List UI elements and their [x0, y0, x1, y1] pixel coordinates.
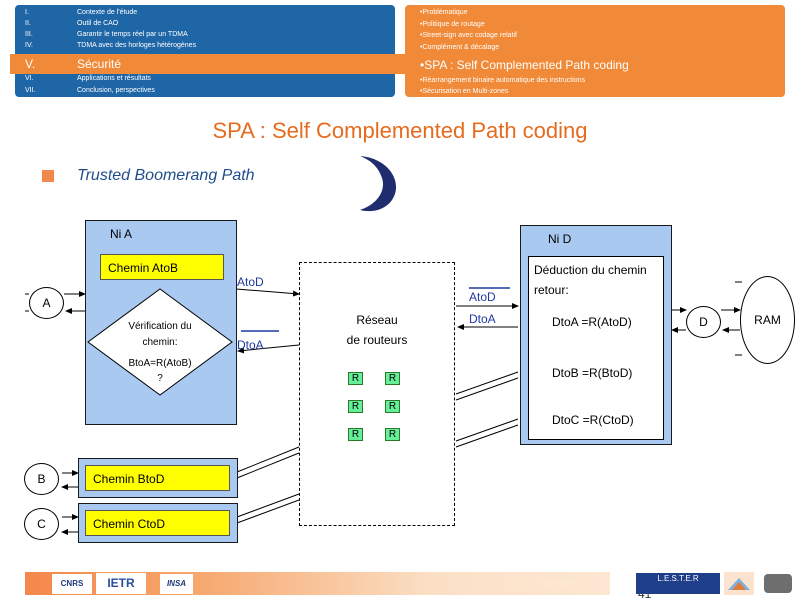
ubs-logo-icon: [728, 578, 750, 590]
suboutline-item[interactable]: •Problématique: [420, 9, 468, 16]
label-dtoa-left: DtoA: [237, 338, 264, 352]
reseau-label-1: Réseau: [356, 313, 398, 327]
verif-line-3: BtoA=R(AtoB): [128, 358, 192, 369]
outline-item-number: VII.: [25, 87, 36, 94]
router-node: R: [385, 428, 400, 441]
outline-item-number: VI.: [25, 75, 34, 82]
equation-dtoc: DtoC =R(CtoD): [552, 413, 634, 427]
router-node: R: [348, 372, 363, 385]
label-atod-right: AtoD: [469, 290, 496, 304]
deduction-line-2: retour:: [534, 283, 569, 297]
verif-line-4: ?: [157, 373, 163, 384]
outline-item-label: Applications et résultats: [77, 75, 151, 82]
lester-logo: L.E.S.T.E.R: [636, 573, 720, 594]
verification-diamond: [87, 288, 233, 396]
chemin-atob-box: Chemin AtoB: [100, 254, 224, 280]
equation-dtoa: DtoA =R(AtoD): [552, 315, 632, 329]
label-dtoa-right: DtoA: [469, 312, 496, 326]
deduction-line-1: Déduction du chemin: [534, 263, 647, 277]
outline-item-number: V.: [25, 57, 36, 71]
ni-d-title: Ni D: [548, 232, 572, 246]
outline-item-number: I.: [25, 9, 29, 16]
suboutline-item[interactable]: •Politique de routage: [420, 21, 485, 28]
suboutline-panel: •Problématique •Politique de routage •St…: [405, 5, 785, 97]
footer-author: Samuel: [540, 577, 580, 589]
suboutline-item-active[interactable]: •SPA : Self Complemented Path coding: [420, 58, 629, 72]
equation-dtob: DtoB =R(BtoD): [552, 366, 633, 380]
outline-item-number: IV.: [25, 42, 33, 49]
chemin-btod-box: Chemin BtoD: [85, 465, 230, 491]
outline-item-label: Outil de CAO: [77, 20, 119, 27]
node-a: A: [29, 287, 64, 319]
outline-panel: I. Contexte de l'étude II. Outil de CAO …: [10, 5, 405, 97]
node-b: B: [24, 463, 59, 495]
crescent-moon-icon: [360, 156, 397, 212]
outline-item-label: Conclusion, perspectives: [77, 87, 155, 94]
outline-item-number: II.: [25, 20, 31, 27]
outline-item-5-active[interactable]: V. Sécurité: [10, 54, 405, 74]
outline-item-number: III.: [25, 31, 33, 38]
insa-logo: INSA: [160, 574, 193, 594]
bullet-square-icon: [42, 170, 54, 182]
suboutline-item[interactable]: •Complément & décalage: [420, 44, 500, 51]
ram-node: RAM: [740, 276, 795, 364]
verif-line-1: Vérification du: [128, 321, 192, 332]
outline-item-label: Sécurité: [77, 57, 122, 71]
deduction-box: [528, 256, 664, 440]
chemin-ctod-box: Chemin CtoD: [85, 510, 230, 536]
reseau-label-2: de routeurs: [346, 333, 408, 347]
outline-item-label: Garantir le temps réel par un TDMA: [77, 31, 188, 38]
suboutline-item[interactable]: •Sécurisation en Multi-zones: [420, 88, 509, 95]
ni-a-title: Ni A: [110, 227, 133, 241]
ietr-logo: IETR: [96, 573, 146, 594]
verif-line-2: chemin:: [142, 337, 178, 348]
router-node: R: [385, 400, 400, 413]
suboutline-item[interactable]: •Réarrangement binaire automatique des i…: [420, 77, 586, 84]
router-node: R: [385, 372, 400, 385]
next-slide-button[interactable]: [764, 574, 792, 593]
node-d: D: [686, 306, 721, 338]
ubs-logo: [724, 572, 754, 595]
router-node: R: [348, 428, 363, 441]
reseau-box: [299, 262, 455, 526]
label-atod-left: AtoD: [237, 275, 264, 289]
suboutline-item[interactable]: •Street-sign avec codage relatif: [420, 32, 518, 39]
outline-item-label: TDMA avec des horloges hétérogènes: [77, 42, 197, 49]
outline-item-label: Contexte de l'étude: [77, 9, 138, 16]
slide-title: SPA : Self Complemented Path coding: [212, 118, 588, 143]
router-node: R: [348, 400, 363, 413]
bullet-text: Trusted Boomerang Path: [77, 167, 255, 184]
cnrs-logo: CNRS: [52, 574, 92, 594]
node-c: C: [24, 508, 59, 540]
